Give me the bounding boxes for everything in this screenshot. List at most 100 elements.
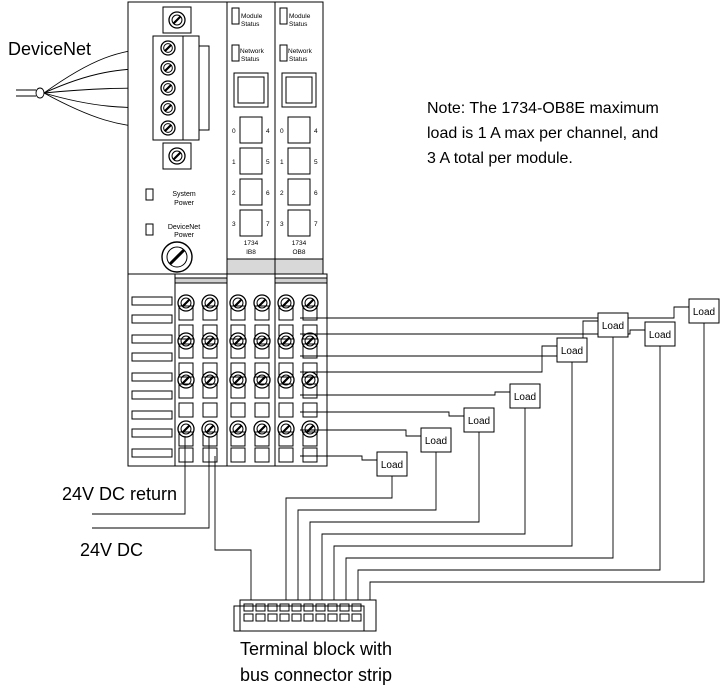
load-box xyxy=(463,407,495,433)
adapter-bottom-screw-icon-ring xyxy=(171,150,183,162)
devicenet-terminal-screw-icon-head xyxy=(160,80,176,96)
base-terminal xyxy=(202,362,218,378)
adapter-module xyxy=(127,1,228,275)
base-screw-icon xyxy=(229,294,247,312)
base-terminal xyxy=(254,383,270,399)
power-base-slot xyxy=(131,390,173,400)
load-label: Load xyxy=(561,346,583,357)
output-wire xyxy=(300,411,464,417)
module-type-label: IB8 xyxy=(246,249,256,256)
base-screw-icon-head xyxy=(177,371,195,389)
devicenet-terminal-screw-icon-ring xyxy=(163,83,173,93)
node-address-switch-icon[interactable] xyxy=(161,241,193,273)
base-screw-icon-slot xyxy=(257,424,267,434)
terminal-block-label-1: Terminal block with xyxy=(240,639,392,659)
base-terminal xyxy=(178,447,194,463)
base-screw-icon-slot xyxy=(205,298,215,308)
devicenet-power-led xyxy=(145,223,154,236)
terminal-cell xyxy=(315,613,326,622)
base-screw-icon-slot xyxy=(181,298,191,308)
base-screw-icon-head xyxy=(201,332,219,350)
base-terminal xyxy=(302,343,318,359)
base-screw-icon-slot xyxy=(305,424,315,434)
base-screw-icon xyxy=(229,371,247,389)
return-wire xyxy=(309,432,480,600)
base-screw-icon-ring xyxy=(304,423,316,435)
output-wire xyxy=(300,455,377,461)
devicenet-terminal-screw-icon xyxy=(160,40,176,56)
channel-number: 1 xyxy=(232,159,236,166)
base-screw-icon xyxy=(253,294,271,312)
return-wire xyxy=(369,323,705,600)
base-terminal xyxy=(202,402,218,418)
output-wire xyxy=(300,429,421,437)
base-screw-icon-head xyxy=(277,294,295,312)
base-screw-icon-head xyxy=(301,294,319,312)
base-screw-icon xyxy=(253,420,271,438)
module-status-label: Module xyxy=(289,13,311,20)
base-terminal xyxy=(178,402,194,418)
base-screw-icon-ring xyxy=(280,335,292,347)
base-screw-icon-head xyxy=(201,420,219,438)
power-base-slot xyxy=(131,352,173,362)
module-housing xyxy=(274,1,324,275)
terminal-cell xyxy=(243,603,254,612)
terminal-cell xyxy=(279,603,290,612)
channel-number: 3 xyxy=(280,221,284,228)
module-status-led xyxy=(231,7,240,25)
base-terminal xyxy=(230,324,246,340)
base-screw-icon-slot xyxy=(233,375,243,385)
devicenet-terminal-screw-icon-ring xyxy=(163,123,173,133)
adapter-bottom-screw-icon xyxy=(168,147,186,165)
base-screw-icon-ring xyxy=(256,297,268,309)
base-screw-icon-slot xyxy=(233,424,243,434)
channel-number: 0 xyxy=(280,128,284,135)
base-screw-icon-slot xyxy=(181,375,191,385)
base-screw-icon-ring xyxy=(232,297,244,309)
base-screw-icon xyxy=(177,420,195,438)
channel-number: 5 xyxy=(314,159,318,166)
terminal-cell xyxy=(255,613,266,622)
devicenet-terminal-screw-icon-slot xyxy=(164,44,172,52)
devicenet-label: DeviceNet xyxy=(8,39,91,59)
adapter-top-screw-icon-slot xyxy=(172,15,182,25)
dc-label: 24V DC xyxy=(80,540,143,560)
devicenet-terminal-screw-icon-head xyxy=(160,120,176,136)
devicenet-terminal-screw-icon-slot xyxy=(164,64,172,72)
base-screw-icon-ring xyxy=(232,423,244,435)
base-terminal xyxy=(278,305,294,321)
channel-indicator xyxy=(239,209,263,237)
base-screw-icon-slot xyxy=(281,298,291,308)
terminal-cell xyxy=(279,613,290,622)
network-status-led xyxy=(279,44,288,62)
devicenet-terminal-screw-icon-head xyxy=(160,40,176,56)
output-wire xyxy=(300,329,645,335)
terminal-cell xyxy=(351,613,362,622)
base-screw-icon-head xyxy=(253,332,271,350)
return-wire xyxy=(297,452,437,600)
channel-indicator xyxy=(287,178,311,206)
base-screw-icon-ring xyxy=(232,374,244,386)
base-screw-icon-head xyxy=(177,294,195,312)
devicenet-terminal-screw-icon xyxy=(160,80,176,96)
base-screw-icon-ring xyxy=(204,423,216,435)
channel-number: 5 xyxy=(266,159,270,166)
terminal-cell xyxy=(339,603,350,612)
base-screw-icon-ring xyxy=(204,297,216,309)
base-screw-icon-ring xyxy=(180,297,192,309)
channel-number: 7 xyxy=(266,221,270,228)
base-screw-icon-slot xyxy=(281,375,291,385)
load-box xyxy=(644,321,676,347)
base-terminal xyxy=(230,343,246,359)
power-base-slots xyxy=(131,296,173,458)
module-window-inner xyxy=(237,76,265,104)
base-screw-icon-ring xyxy=(256,423,268,435)
base-screw-icon-head xyxy=(301,332,319,350)
terminal-base-cells xyxy=(177,294,319,463)
terminal-cell xyxy=(327,613,338,622)
base-screw-icon-ring xyxy=(304,297,316,309)
channel-number: 2 xyxy=(232,190,236,197)
output-wire xyxy=(300,345,557,373)
power-base-slot xyxy=(131,314,173,324)
network-status-label: Status xyxy=(289,56,308,63)
